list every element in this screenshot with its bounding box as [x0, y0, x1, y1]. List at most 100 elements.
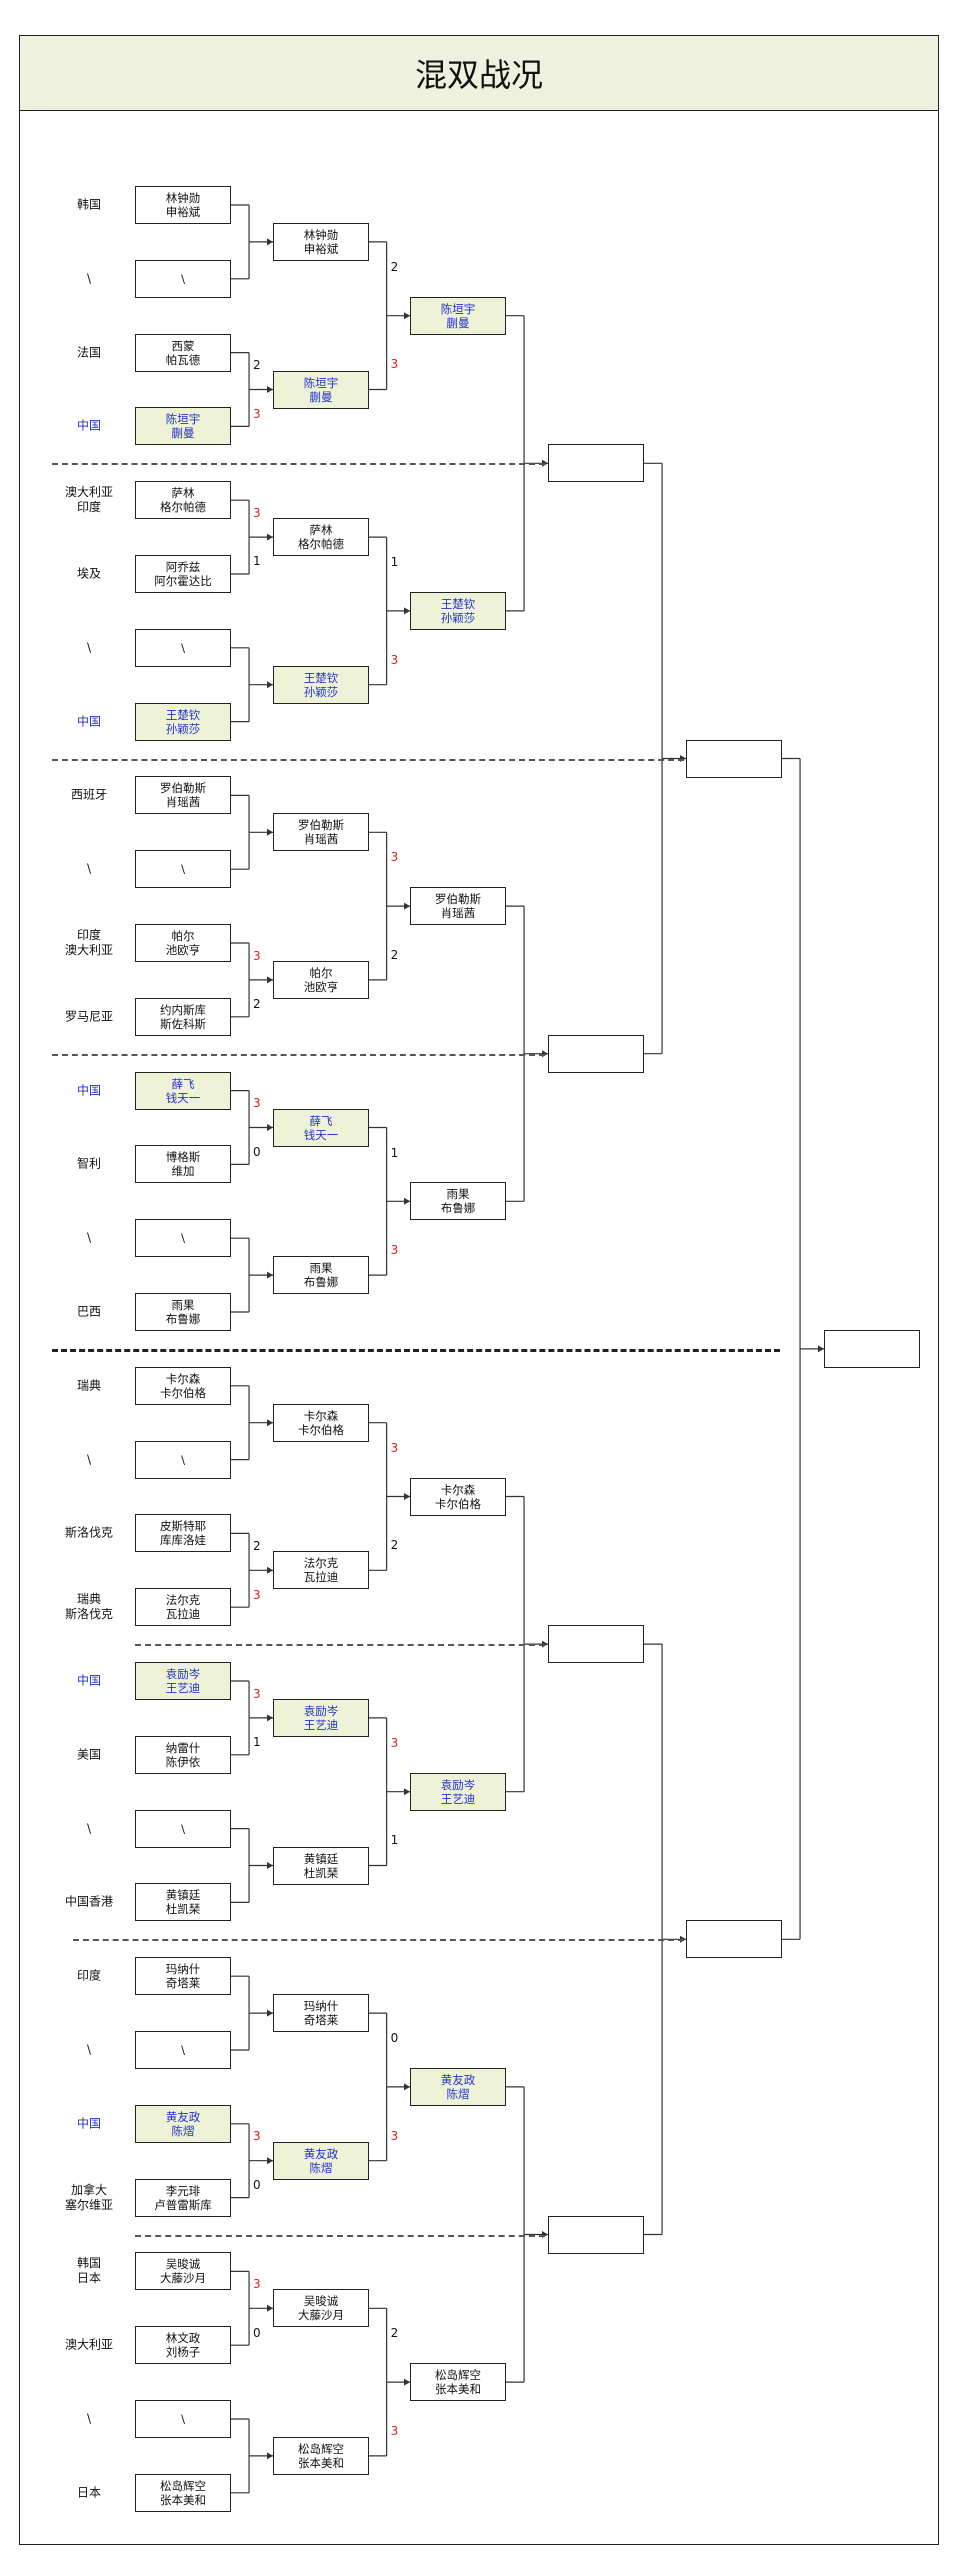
player-name: 罗伯勒斯 [298, 818, 344, 833]
country-name: 罗马尼亚 [64, 1009, 113, 1024]
player-name: 卡尔伯格 [298, 1422, 344, 1437]
player-name: 申裕斌 [165, 205, 201, 219]
qf-box: 松岛辉空张本美和 [410, 2363, 506, 2402]
country-name: 中国 [76, 418, 101, 433]
country-label: 澳大利亚 [39, 2338, 139, 2353]
arrow-head [404, 312, 410, 320]
country-label: 中国 [39, 419, 139, 434]
player-name: 卡尔森 [440, 1482, 476, 1497]
player-name: 孙颖莎 [165, 721, 201, 736]
country-name: 澳大利亚 [64, 485, 113, 500]
country-label: 中国 [39, 1083, 139, 1098]
match-score: 3 [253, 1686, 261, 1701]
player-name: 蒯曼 [309, 389, 333, 404]
entrant-box: 陈垣宇蒯曼 [135, 407, 231, 446]
player-name: 阿尔霍达比 [154, 574, 212, 588]
r16-box: 黄镇廷杜凯琹 [273, 1846, 369, 1885]
entrant-box: \ [135, 2031, 231, 2069]
player-name: 黄友政 [165, 2109, 201, 2124]
country-label: 中国香港 [39, 1895, 139, 1910]
entrant-box: 萨林格尔帕德 [135, 481, 231, 520]
country-label: 西班牙 [39, 788, 139, 803]
arrow-head [404, 1788, 410, 1796]
section-divider [135, 1644, 545, 1647]
player-name: 张本美和 [435, 2382, 481, 2397]
player-name: 黄友政 [440, 2072, 476, 2087]
match-score: 2 [253, 997, 261, 1012]
title-bar: 混双战况 [19, 35, 939, 111]
r16-box: 黄友政陈熠 [273, 2141, 369, 2180]
country-label: 瑞典 [39, 1378, 139, 1393]
player-name: 陈熠 [309, 2160, 333, 2175]
arrow-head [267, 533, 273, 541]
player-name: 林钟勋 [165, 191, 201, 205]
country-name: 中国香港 [64, 1894, 113, 1909]
player-name: 王楚钦 [440, 596, 476, 611]
player-name: 刘杨子 [165, 2345, 201, 2360]
player-name: 陈垣宇 [165, 412, 201, 427]
country-name: \ [86, 1230, 92, 1245]
player-name: 卡尔森 [165, 1371, 201, 1386]
player-name: 帕尔 [309, 965, 333, 980]
player-name: 陈垣宇 [303, 375, 339, 390]
match-score: 3 [253, 2129, 261, 2144]
entrant-box: \ [135, 1440, 231, 1479]
player-name: 杜凯琹 [165, 1902, 201, 1917]
player-name: 格尔帕德 [160, 500, 206, 515]
player-name: 博格斯 [165, 1150, 201, 1165]
arrow-head [267, 2452, 273, 2460]
match-score: 2 [390, 259, 399, 274]
entrant-box: 林钟勋申裕斌 [135, 186, 231, 224]
country-name: 中国 [76, 1673, 101, 1688]
player-name: 袁励岑 [440, 1777, 476, 1792]
arrow-head [267, 2304, 273, 2312]
country-name: 塞尔维亚 [64, 2197, 113, 2212]
player-name: 卡尔伯格 [435, 1496, 481, 1511]
country-label: \ [39, 2043, 139, 2058]
entrant-box: 林文政刘杨子 [135, 2326, 231, 2365]
player-name: 雨果 [309, 1261, 333, 1276]
player-name: 雨果 [446, 1187, 470, 1202]
match-score: 2 [390, 1538, 399, 1553]
r16-box: 袁励岑王艺迪 [273, 1698, 369, 1737]
country-label: 智利 [39, 1157, 139, 1172]
country-label: 韩国日本 [39, 2256, 139, 2286]
match-score: 3 [390, 1735, 399, 1750]
r16-box: 玛纳什奇塔莱 [273, 1994, 369, 2033]
country-name: 法国 [76, 345, 101, 360]
player-name: 黄镇廷 [303, 1851, 339, 1866]
entrant-box: 玛纳什奇塔莱 [135, 1957, 231, 1996]
entrant-box: 西蒙帕瓦德 [135, 333, 231, 372]
player-name: 王艺迪 [303, 1717, 339, 1732]
player-name: 吴晙诚 [303, 2294, 339, 2309]
final-slot-empty [686, 1920, 782, 1959]
match-score: 1 [390, 1833, 399, 1848]
player-name: 法尔克 [165, 1593, 201, 1608]
player-name: 格尔帕德 [298, 537, 344, 552]
r16-box: 陈垣宇蒯曼 [273, 370, 369, 409]
entrant-box: \ [135, 2400, 231, 2438]
player-name: \ [181, 1231, 185, 1246]
player-name: 陈熠 [446, 2086, 470, 2101]
section-divider [135, 2234, 545, 2237]
player-name: 维加 [171, 1164, 195, 1179]
player-name: 皮斯特耶 [160, 1519, 206, 1534]
country-label: 美国 [39, 1747, 139, 1762]
country-name: 瑞典 [76, 1592, 101, 1607]
player-name: 瓦拉迪 [165, 1607, 201, 1622]
arrow-head [404, 902, 410, 910]
country-label: 加拿大塞尔维亚 [39, 2183, 139, 2213]
player-name: 布鲁娜 [165, 1312, 201, 1326]
country-label: 印度澳大利亚 [39, 928, 139, 958]
player-name: 奇塔莱 [165, 1976, 201, 1991]
player-name: 蒯曼 [171, 426, 195, 441]
entrant-box: 王楚钦孙颖莎 [135, 702, 231, 741]
country-name: \ [86, 271, 92, 286]
entrant-box: 雨果布鲁娜 [135, 1293, 231, 1331]
match-score: 3 [253, 1096, 261, 1111]
match-score: 2 [253, 1538, 261, 1553]
country-name: \ [86, 2411, 92, 2426]
arrow-head [267, 681, 273, 689]
player-name: 王楚钦 [303, 670, 339, 685]
player-name: 陈熠 [171, 2123, 195, 2138]
